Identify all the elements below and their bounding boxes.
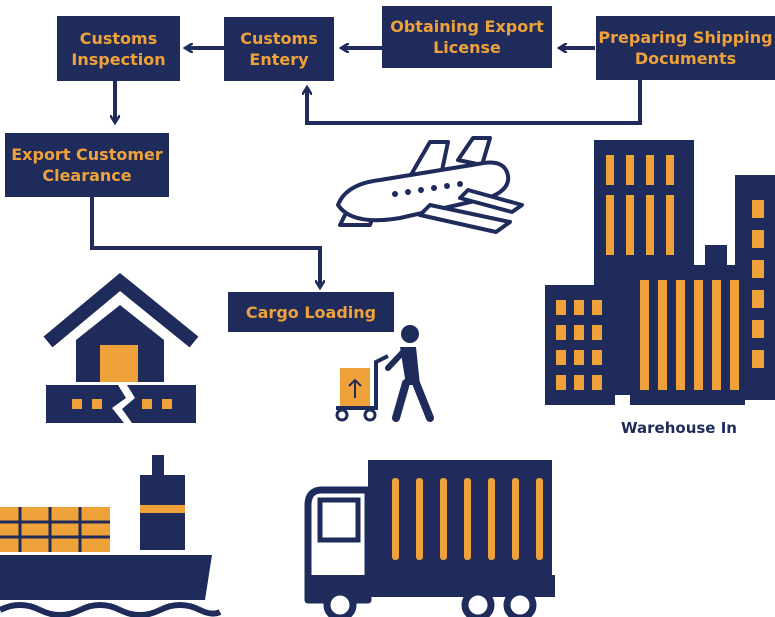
flow-connectors: [90, 48, 642, 287]
airplane-icon: [336, 136, 524, 234]
arrow-preparing-to-entry: [307, 80, 642, 125]
warehouse-caption: Warehouse In: [621, 419, 737, 437]
step-export-customer-clearance: Export Customer Clearance: [5, 133, 169, 197]
step-label-line: Obtaining Export: [390, 17, 544, 36]
arrow-clearance-to-loading: [90, 197, 320, 287]
damaged-house-icon: [43, 272, 199, 423]
step-obtaining-export-license: Obtaining Export License: [382, 6, 552, 68]
step-customs-entry: Customs Entery: [224, 17, 334, 81]
step-label-line: Export Customer: [11, 145, 163, 164]
step-label-line: Customs: [79, 28, 158, 48]
step-customs-inspection: Customs Inspection: [57, 16, 180, 81]
warehouse-buildings-icon: [545, 140, 775, 405]
worker-hand-truck-icon: [335, 325, 434, 422]
delivery-truck-icon: [304, 460, 555, 617]
step-label-line: Inspection: [71, 49, 166, 69]
step-label-line: License: [433, 38, 501, 57]
step-label-line: Cargo Loading: [245, 302, 377, 322]
step-label-line: Documents: [634, 49, 737, 68]
step-label-line: Customs: [240, 29, 318, 48]
step-label-line: Preparing Shipping: [598, 28, 773, 47]
step-label-line: Entery: [249, 50, 309, 69]
step-cargo-loading: Cargo Loading: [228, 292, 394, 332]
step-preparing-shipping-documents: Preparing Shipping Documents: [596, 16, 775, 80]
cargo-ship-icon: [0, 455, 222, 617]
step-label-line: Clearance: [42, 166, 132, 185]
